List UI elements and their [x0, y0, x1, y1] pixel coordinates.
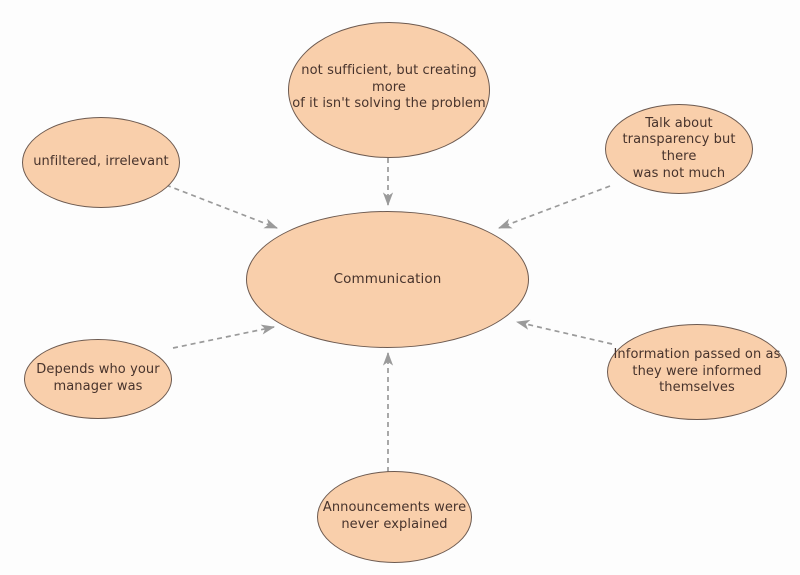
node-not-sufficient[interactable]: not sufficient, but creating more of it … [288, 22, 490, 158]
edge-right-upper-to-center [498, 185, 611, 229]
node-announcements-never-explained[interactable]: Announcements were never explained [317, 471, 472, 563]
node-talk-about-transparency[interactable]: Talk about transparency but there was no… [605, 104, 753, 194]
node-unfiltered-irrelevant-label: unfiltered, irrelevant [33, 154, 169, 170]
node-talk-about-transparency-label: Talk about transparency but there was no… [622, 115, 736, 181]
node-depends-who-your-manager-was[interactable]: Depends who your manager was [24, 339, 172, 419]
node-unfiltered-irrelevant[interactable]: unfiltered, irrelevant [22, 117, 180, 208]
node-depends-who-your-manager-was-label: Depends who your manager was [36, 362, 160, 394]
edge-left-upper-to-center [165, 184, 278, 229]
node-not-sufficient-label: not sufficient, but creating more of it … [292, 63, 486, 112]
edge-left-lower-to-center [172, 324, 275, 349]
node-information-passed-on-label: Information passed on as they were infor… [613, 347, 781, 396]
node-information-passed-on[interactable]: Information passed on as they were infor… [607, 324, 787, 420]
edge-right-lower-to-center [516, 319, 613, 345]
node-announcements-never-explained-label: Announcements were never explained [322, 500, 467, 532]
node-communication-label: Communication [333, 270, 442, 287]
node-communication[interactable]: Communication [246, 211, 529, 348]
